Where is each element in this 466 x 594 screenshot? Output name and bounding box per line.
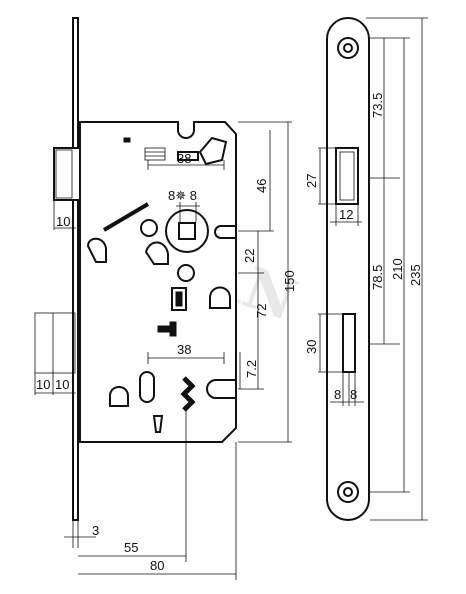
top-slot	[123, 137, 131, 143]
faceplate-front	[326, 17, 370, 521]
diagonal-lever	[102, 202, 150, 232]
dead-bolt	[34, 312, 76, 374]
dim-235: 235	[408, 264, 423, 286]
keyhole-oval	[139, 371, 155, 403]
dim-12: 12	[339, 207, 353, 222]
dim-210: 210	[390, 258, 405, 280]
dim-72: 72	[254, 304, 269, 318]
latch-bolt	[53, 147, 81, 201]
follower-hook	[144, 241, 169, 265]
dim-10-latch: 10	[56, 214, 70, 229]
left-hook	[86, 237, 107, 263]
dim-7-2: 7.2	[244, 360, 259, 378]
side-view: 73.5 78.5 210 235 27 12 30 8 8	[304, 17, 428, 521]
latch-opening	[335, 147, 359, 205]
screw-hole-mid	[177, 264, 195, 282]
dim-73-5: 73.5	[370, 93, 385, 118]
dim-38-top: 38	[177, 151, 191, 166]
spring-block	[144, 147, 166, 161]
dim-3: 3	[92, 523, 99, 538]
faceplate	[72, 17, 79, 521]
dim-22: 22	[242, 249, 257, 263]
spindle-square-hole	[178, 222, 196, 240]
dim-150: 150	[282, 270, 297, 292]
dim-38-bottom: 38	[177, 342, 191, 357]
screw-bottom-inner	[343, 487, 353, 497]
front-view: 38 8✵ 8 150 46 22 72 7.2 38 10	[34, 17, 297, 580]
dim-80: 80	[150, 558, 164, 573]
bottom-hook	[109, 386, 129, 407]
screw-top-inner	[343, 43, 353, 53]
dim-55: 55	[124, 540, 138, 555]
dim-10-bolt-a: 10	[36, 377, 50, 392]
bolt-opening	[342, 313, 356, 373]
dim-8-a: 8	[334, 387, 341, 402]
dim-10-bolt-b: 10	[55, 377, 69, 392]
dim-8-b: 8	[350, 387, 357, 402]
dim-27: 27	[304, 174, 319, 188]
right-hook	[209, 286, 231, 309]
latch-clip	[198, 136, 228, 166]
dim-30: 30	[304, 340, 319, 354]
dim-8x8: 8✵ 8	[168, 188, 197, 203]
dim-46: 46	[254, 179, 269, 193]
key-slot	[180, 376, 196, 412]
dim-78-5: 78.5	[370, 265, 385, 290]
